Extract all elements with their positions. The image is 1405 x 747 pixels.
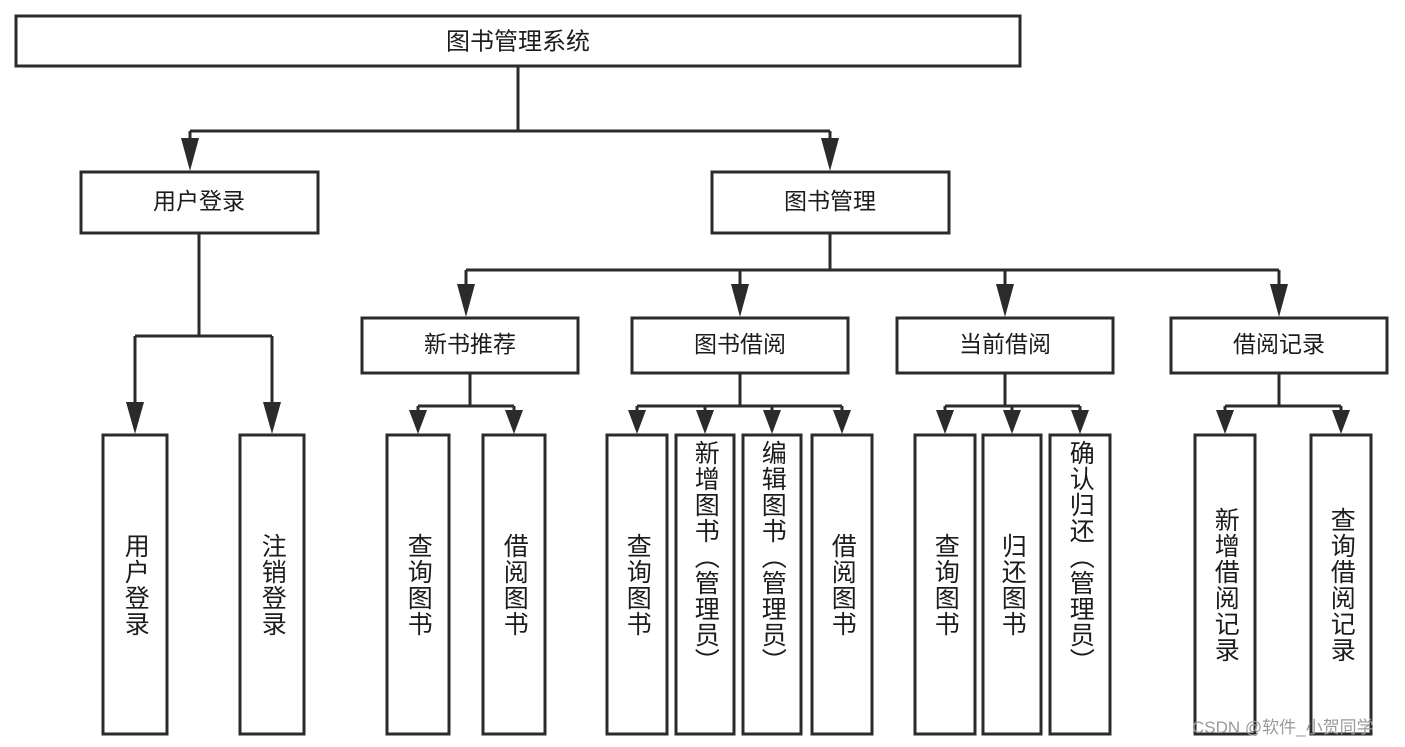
connector-group-user-login-leaves xyxy=(126,233,281,434)
node-user-login-box[interactable] xyxy=(79,170,320,235)
leaf-box-book-borrow-3[interactable] xyxy=(741,433,803,736)
leaf-box-user-login-2[interactable] xyxy=(238,433,306,736)
arrow-icon-to-book-borrow xyxy=(731,284,749,317)
leaf-box-group-book-borrow xyxy=(605,433,874,736)
leaf-box-borrow-record-1[interactable] xyxy=(1193,433,1257,736)
node-borrow-record-box[interactable] xyxy=(1169,316,1389,375)
arrow-icon-to-book-manage xyxy=(821,138,839,171)
arrow-icon-nbr-leaf-1 xyxy=(409,410,427,434)
arrow-icon-nbr-leaf-2 xyxy=(505,410,523,434)
node-new-book-rec[interactable]: 新书推荐 xyxy=(360,316,580,375)
node-borrow-record[interactable]: 借阅记录 xyxy=(1169,316,1389,375)
arrow-icon-cb-leaf-2 xyxy=(1003,410,1021,434)
node-book-manage-box[interactable] xyxy=(710,170,951,235)
node-book-borrow[interactable]: 图书借阅 xyxy=(630,316,850,375)
arrow-icon-to-borrow-record xyxy=(1270,284,1288,317)
arrow-icon-ul-leaf-1 xyxy=(126,402,144,434)
arrow-icon-bb-leaf-2 xyxy=(696,410,714,434)
leaf-box-new-book-rec-1[interactable] xyxy=(385,433,451,736)
arrow-icon-to-new-book-rec xyxy=(457,284,475,317)
leaf-box-current-borrow-1[interactable] xyxy=(913,433,977,736)
leaf-box-new-book-rec-2[interactable] xyxy=(481,433,547,736)
connector-group-book-manage-to-level3 xyxy=(457,233,1288,317)
node-root[interactable]: 图书管理系统 xyxy=(14,14,1022,68)
node-user-login-label: 用户登录 xyxy=(153,188,245,214)
leaf-box-user-login-1[interactable] xyxy=(101,433,169,736)
node-new-book-rec-box[interactable] xyxy=(360,316,580,375)
arrow-icon-bb-leaf-4 xyxy=(833,410,851,434)
leaf-box-group-user-login xyxy=(101,433,306,736)
node-book-borrow-label: 图书借阅 xyxy=(694,331,786,357)
node-root-label: 图书管理系统 xyxy=(446,28,590,55)
leaf-box-group-current-borrow xyxy=(913,433,1112,736)
node-current-borrow-label: 当前借阅 xyxy=(959,331,1051,357)
leaf-box-book-borrow-1[interactable] xyxy=(605,433,669,736)
leaf-box-current-borrow-3[interactable] xyxy=(1048,433,1112,736)
arrow-icon-ul-leaf-2 xyxy=(263,402,281,434)
arrow-icon-bb-leaf-1 xyxy=(628,410,646,434)
connector-group-new-book-rec-leaves xyxy=(409,373,523,434)
node-current-borrow-box[interactable] xyxy=(895,316,1115,375)
connector-group-root-to-level2 xyxy=(181,66,839,171)
arrow-icon-br-leaf-2 xyxy=(1332,410,1350,434)
node-book-manage[interactable]: 图书管理 xyxy=(710,170,951,235)
connector-group-current-borrow-leaves xyxy=(936,373,1089,434)
arrow-icon-cb-leaf-1 xyxy=(936,410,954,434)
leaf-box-group-borrow-record xyxy=(1193,433,1373,736)
node-borrow-record-label: 借阅记录 xyxy=(1233,331,1325,357)
leaf-box-current-borrow-2[interactable] xyxy=(981,433,1043,736)
leaf-box-group-new-book-rec xyxy=(385,433,547,736)
arrow-icon-br-leaf-1 xyxy=(1216,410,1234,434)
node-current-borrow[interactable]: 当前借阅 xyxy=(895,316,1115,375)
node-root-box[interactable] xyxy=(14,14,1022,68)
arrow-icon-to-user-login xyxy=(181,138,199,171)
leaf-box-borrow-record-2[interactable] xyxy=(1309,433,1373,736)
arrow-icon-bb-leaf-3 xyxy=(763,410,781,434)
node-user-login[interactable]: 用户登录 xyxy=(79,170,320,235)
leaf-box-book-borrow-2[interactable] xyxy=(674,433,736,736)
connector-group-book-borrow-leaves xyxy=(628,373,851,434)
node-book-borrow-box[interactable] xyxy=(630,316,850,375)
node-new-book-rec-label: 新书推荐 xyxy=(424,331,516,357)
arrow-icon-cb-leaf-3 xyxy=(1071,410,1089,434)
leaf-box-book-borrow-4[interactable] xyxy=(810,433,874,736)
node-book-manage-label: 图书管理 xyxy=(784,188,876,214)
connector-group-borrow-record-leaves xyxy=(1216,373,1350,434)
arrow-icon-to-current-borrow xyxy=(996,284,1014,317)
